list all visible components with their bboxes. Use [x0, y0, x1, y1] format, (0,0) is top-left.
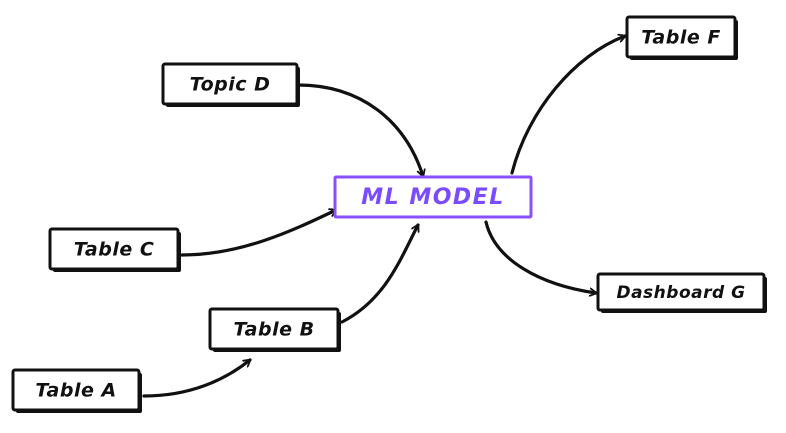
edge-table-b-to-ml-model [340, 223, 420, 324]
edges [142, 36, 625, 398]
edge-table-c-to-ml-model [180, 210, 338, 257]
node-dashboard-g-label: Dashboard G [616, 283, 745, 303]
edge-topic-d-to-ml-model [296, 83, 423, 176]
node-ml-model[interactable]: ML MODEL [333, 175, 533, 219]
edge-table-a-to-table-b [142, 358, 252, 398]
node-table-a[interactable]: Table A [11, 368, 142, 413]
node-table-c[interactable]: Table C [48, 227, 181, 272]
node-topic-d[interactable]: Topic D [161, 62, 300, 107]
node-dashboard-g[interactable]: Dashboard G [596, 272, 767, 313]
node-table-b[interactable]: Table B [208, 307, 341, 352]
node-table-c-label: Table C [74, 239, 155, 261]
node-table-f-label: Table F [641, 27, 721, 49]
edge-ml-model-to-table-f [510, 36, 625, 175]
node-table-b-label: Table B [233, 319, 314, 341]
node-topic-d-label: Topic D [190, 74, 271, 96]
node-table-f[interactable]: Table F [625, 15, 738, 60]
node-table-a-label: Table A [35, 380, 116, 402]
edge-ml-model-to-dashboard-g [484, 220, 596, 293]
node-ml-model-label: ML MODEL [361, 185, 504, 210]
